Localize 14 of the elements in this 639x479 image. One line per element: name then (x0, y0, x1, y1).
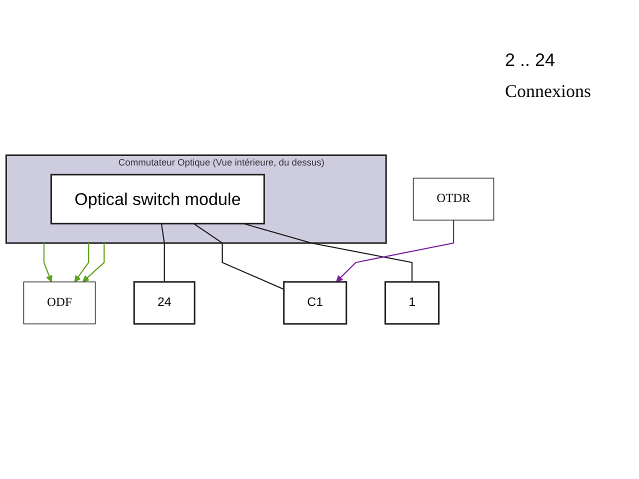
arrow (43, 243, 52, 282)
node-box: ODF (23, 281, 96, 324)
connector (193, 223, 284, 290)
bracket-label: Connexions (505, 81, 592, 102)
arrow (74, 243, 90, 282)
node-box: Optical switch module (50, 174, 265, 224)
node-box: OTDR (412, 178, 494, 220)
arrow (82, 243, 105, 282)
connector (160, 223, 165, 282)
node-box: 24 (133, 281, 196, 325)
node-box: C1 (283, 281, 348, 325)
node-box: 1 (384, 281, 440, 325)
port-range-label: 2 .. 24 (505, 50, 556, 71)
arrow (336, 220, 454, 282)
